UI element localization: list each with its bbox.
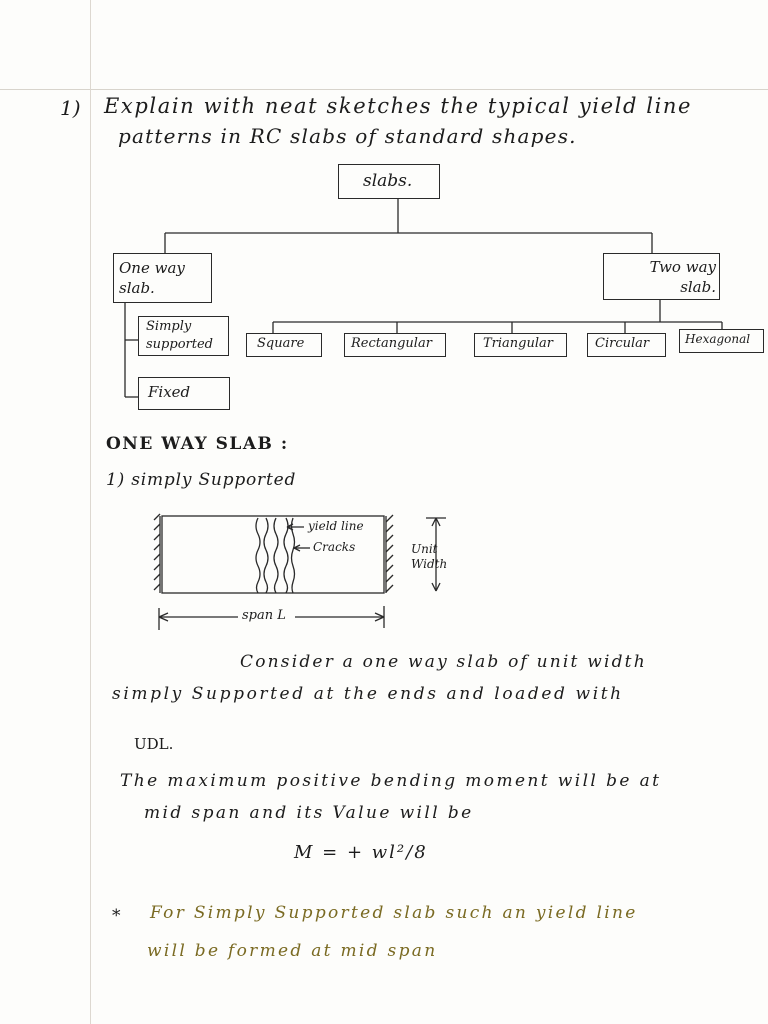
figure-cracks-label: Cracks: [313, 540, 356, 554]
tree-fixed-label: Fixed: [148, 383, 191, 401]
tree-rectangular-box: Rectangular: [344, 333, 446, 357]
section-subheading: 1) simply Supported: [106, 470, 297, 490]
bending-moment-formula: M = + wl²/8: [294, 842, 428, 863]
tree-triangular-box: Triangular: [474, 333, 567, 357]
section-heading: ONE WAY SLAB :: [106, 434, 289, 454]
tree-two-way-box: Two way slab.: [603, 253, 720, 300]
page-margin-rule: [90, 0, 91, 1024]
tree-one-way-box: One way slab.: [113, 253, 212, 303]
tree-square-label: Square: [257, 336, 305, 351]
slab-outline: [161, 515, 385, 594]
tree-triangular-label: Triangular: [483, 336, 553, 351]
question-number: 1): [60, 96, 81, 120]
figure-yield-line-label: yield line: [308, 519, 364, 533]
tree-fixed-box: Fixed: [138, 377, 230, 410]
tree-one-way-label: One way slab.: [119, 259, 185, 297]
tree-circular-label: Circular: [595, 336, 650, 351]
tree-two-way-label: Two way slab.: [649, 258, 716, 296]
figure-unit-width-label: Unit Width: [411, 542, 448, 571]
tree-circular-box: Circular: [587, 333, 666, 357]
paragraph-1-line-2: simply Supported at the ends and loaded …: [112, 684, 624, 704]
note-line-2: will be formed at mid span: [147, 941, 438, 961]
tree-hexagonal-box: Hexagonal: [679, 329, 764, 353]
tree-hexagonal-label: Hexagonal: [685, 332, 751, 346]
tree-rectangular-label: Rectangular: [351, 336, 432, 351]
tree-simply-supported-box: Simply supported: [138, 316, 229, 356]
figure-span-label: span L: [242, 608, 286, 623]
tree-root-label: slabs.: [363, 171, 413, 191]
paragraph-1-line-1: Consider a one way slab of unit width: [240, 652, 647, 672]
tree-square-box: Square: [246, 333, 322, 357]
note-asterisk: *: [112, 906, 121, 926]
tree-root-box: slabs.: [338, 164, 440, 199]
tree-simply-supported-label: Simply supported: [146, 319, 213, 352]
note-line-1: For Simply Supported slab such an yield …: [150, 903, 638, 923]
question-line-2: patterns in RC slabs of standard shapes.: [118, 124, 577, 148]
page-top-rule: [0, 89, 768, 90]
paragraph-2-line-2: mid span and its Value will be: [144, 803, 474, 823]
paragraph-2-line-1: The maximum positive bending moment will…: [120, 771, 662, 791]
question-line-1: Explain with neat sketches the typical y…: [104, 94, 693, 118]
paragraph-1-line-3: UDL.: [134, 735, 174, 753]
